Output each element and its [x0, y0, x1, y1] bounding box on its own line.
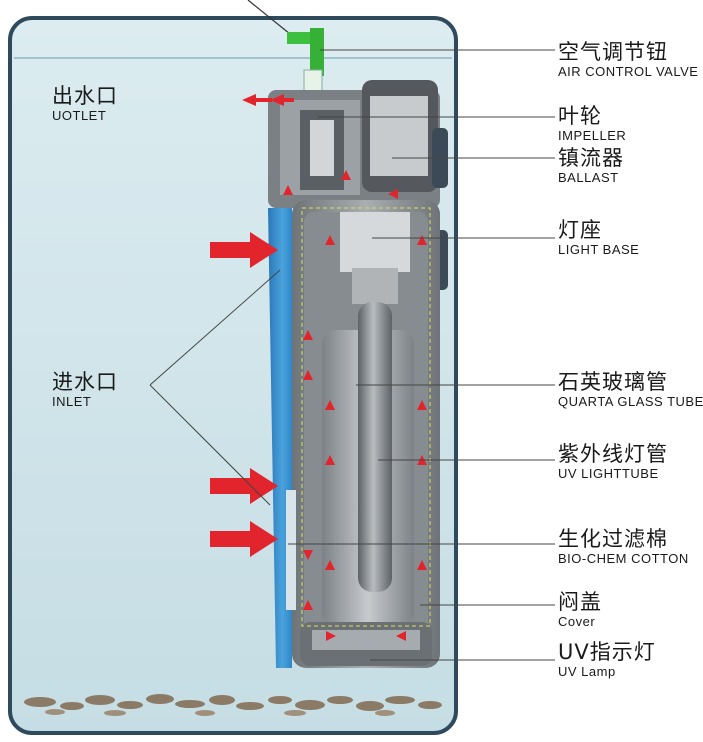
- leader-lines: [149, 49, 555, 661]
- label-cover-cn: 闷盖: [558, 590, 602, 614]
- label-uv-tube-en: UV LIGHTTUBE: [558, 466, 659, 481]
- label-uv-tube: 紫外线灯管 UV LIGHTTUBE: [558, 442, 668, 481]
- label-light-base-en: LIGHT BASE: [558, 242, 640, 257]
- label-cover: 闷盖 Cover: [558, 590, 602, 629]
- label-outlet-cn: 出水口: [52, 84, 118, 108]
- flow-arrows: [242, 94, 427, 641]
- label-inlet-cn: 进水口: [52, 370, 118, 394]
- label-outlet: 出水口 UOTLET: [52, 84, 118, 123]
- inlet-arrows: [210, 232, 278, 557]
- label-bio-cotton-cn: 生化过滤棉: [558, 527, 668, 551]
- label-air-valve-cn: 空气调节钮: [558, 40, 668, 64]
- label-ballast-en: BALLAST: [558, 170, 619, 185]
- label-quartz-tube-cn: 石英玻璃管: [558, 370, 668, 394]
- label-quartz-tube-en: QUARTA GLASS TUBE: [558, 394, 703, 409]
- label-bio-cotton: 生化过滤棉 BIO-CHEM COTTON: [558, 527, 689, 566]
- label-cover-en: Cover: [558, 614, 596, 629]
- label-impeller: 叶轮 IMPELLER: [558, 104, 626, 143]
- label-light-base: 灯座 LIGHT BASE: [558, 218, 639, 257]
- label-ballast-cn: 镇流器: [558, 146, 624, 170]
- label-uv-lamp-en: UV Lamp: [558, 664, 616, 679]
- label-inlet-en: INLET: [52, 394, 92, 409]
- label-uv-tube-cn: 紫外线灯管: [558, 442, 668, 466]
- label-impeller-cn: 叶轮: [558, 104, 602, 128]
- label-uv-lamp-cn: UV指示灯: [558, 640, 656, 664]
- label-air-valve: 空气调节钮 AIR CONTROL VALVE: [558, 40, 698, 79]
- label-outlet-en: UOTLET: [52, 108, 107, 123]
- label-impeller-en: IMPELLER: [558, 128, 627, 143]
- label-light-base-cn: 灯座: [558, 218, 602, 242]
- label-uv-lamp: UV指示灯 UV Lamp: [558, 640, 656, 679]
- inlet-sponge: [268, 208, 296, 668]
- gravel: [24, 694, 442, 716]
- label-ballast: 镇流器 BALLAST: [558, 146, 624, 185]
- label-air-valve-en: AIR CONTROL VALVE: [558, 64, 699, 79]
- air-control-valve: [247, 0, 324, 95]
- label-inlet: 进水口 INLET: [52, 370, 118, 409]
- label-bio-cotton-en: BIO-CHEM COTTON: [558, 551, 689, 566]
- label-quartz-tube: 石英玻璃管 QUARTA GLASS TUBE: [558, 370, 703, 409]
